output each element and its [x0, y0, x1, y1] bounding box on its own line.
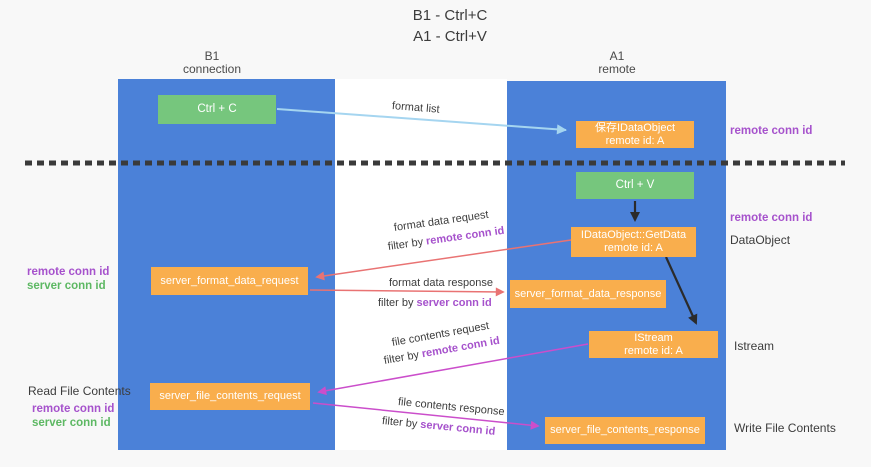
edge-label-format-data-response-filter: filter by server conn id — [378, 297, 492, 309]
diagram-title: B1 - Ctrl+C A1 - Ctrl+V — [330, 5, 570, 47]
annotation-left-server-conn-id-top: server conn id — [27, 280, 106, 292]
node-server-file-contents-response-label: server_file_contents_response — [550, 424, 700, 436]
annotation-left-remote-conn-id-bottom: remote conn id — [32, 403, 115, 415]
lane-header-b1: B1 connection — [152, 50, 272, 76]
annotation-istream: Istream — [734, 339, 775, 353]
lane-b1-title: B1 — [204, 49, 220, 63]
node-save-dataobject-line1: 保存IDataObject — [594, 121, 676, 134]
node-getdata: IDataObject::GetData remote id: A — [571, 227, 696, 257]
node-server-file-contents-request: server_file_contents_request — [150, 383, 310, 410]
node-istream-line1: IStream — [634, 331, 673, 344]
lane-b1-subtitle: connection — [182, 62, 242, 76]
annotation-left-server-conn-id-bottom: server conn id — [32, 417, 111, 429]
lane-a1-subtitle: remote — [598, 62, 636, 76]
lane-header-a1: A1 remote — [557, 50, 677, 76]
node-ctrl-v: Ctrl + V — [576, 172, 694, 199]
annotation-left-conn-ids-top: remote conn id server conn id — [27, 265, 109, 293]
node-ctrl-c: Ctrl + C — [158, 95, 276, 124]
node-save-dataobject: 保存IDataObject remote id: A — [576, 121, 694, 148]
filter-key-server-conn-id: server conn id — [416, 297, 492, 309]
edge-label-format-data-response: format data response — [389, 277, 493, 289]
node-getdata-line1: IDataObject::GetData — [580, 229, 687, 241]
annotation-dataobject: DataObject — [730, 233, 791, 247]
annotation-remote-conn-id-mid: remote conn id — [730, 212, 813, 224]
node-ctrl-c-label: Ctrl + C — [197, 103, 237, 115]
filter-prefix: filter by — [378, 297, 417, 309]
node-server-format-data-request: server_format_data_request — [151, 267, 308, 295]
node-server-file-contents-response: server_file_contents_response — [545, 417, 705, 444]
lane-a1-title: A1 — [609, 49, 625, 63]
annotation-read-file-contents: Read File Contents — [28, 384, 131, 398]
node-server-format-data-request-label: server_format_data_request — [160, 274, 299, 287]
annotation-left-remote-conn-id-top: remote conn id — [27, 266, 110, 278]
annotation-write-file-contents: Write File Contents — [734, 421, 836, 435]
annotation-left-conn-ids-bottom: remote conn id server conn id — [32, 402, 114, 430]
title-line-1: B1 - Ctrl+C — [412, 7, 488, 24]
node-server-format-data-response-label: server_format_data_response — [514, 287, 662, 300]
node-save-dataobject-line2: remote id: A — [605, 134, 665, 147]
title-line-2: A1 - Ctrl+V — [413, 28, 487, 45]
node-istream: IStream remote id: A — [589, 331, 718, 358]
node-ctrl-v-label: Ctrl + V — [615, 179, 655, 191]
node-istream-line2: remote id: A — [624, 344, 683, 357]
lane-gap — [335, 79, 507, 450]
annotation-remote-conn-id-top: remote conn id — [730, 125, 813, 137]
node-server-file-contents-request-label: server_file_contents_request — [159, 390, 301, 402]
node-server-format-data-response: server_format_data_response — [510, 280, 666, 308]
node-getdata-line2: remote id: A — [604, 242, 663, 254]
